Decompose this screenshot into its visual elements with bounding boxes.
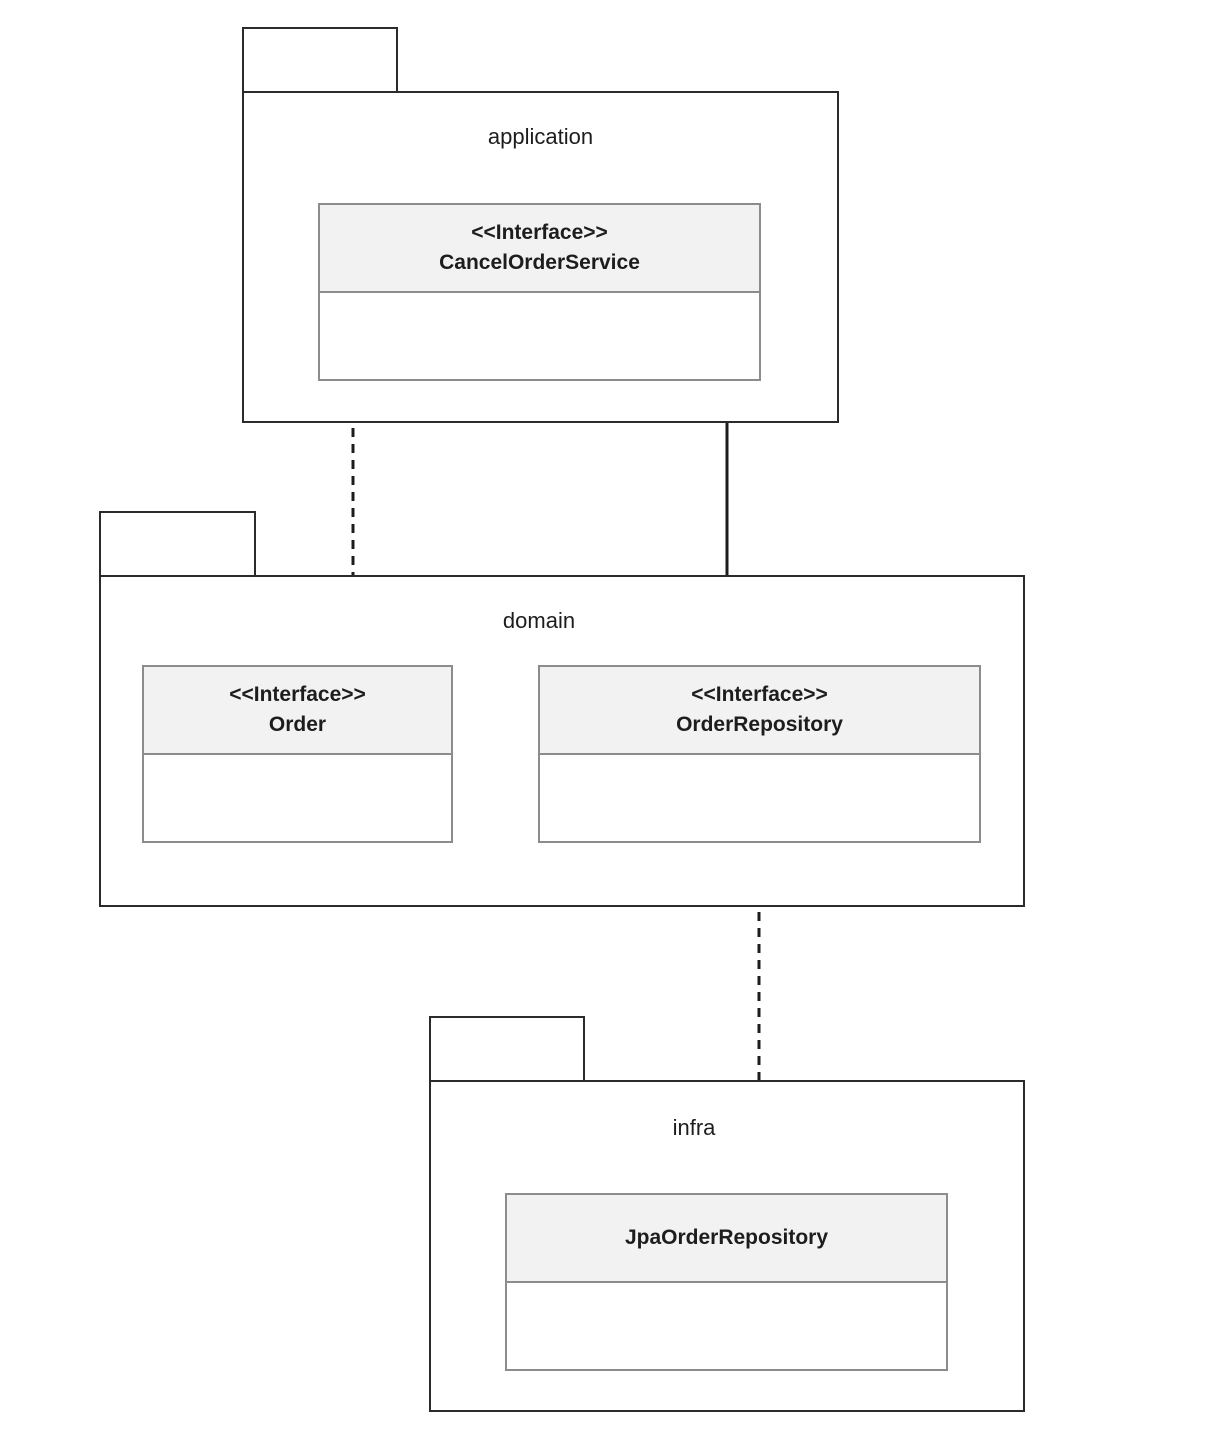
package-application-tab [242, 27, 398, 93]
package-infra-tab [429, 1016, 585, 1082]
class-cancel-order-service-stereotype: <<Interface>> [471, 221, 608, 244]
class-order-name: Order [268, 713, 327, 736]
class-cancel-order-service-name: CancelOrderService [439, 251, 640, 274]
class-order-repository-header: <<Interface>> OrderRepository [540, 667, 979, 755]
class-order[interactable]: <<Interface>> Order [142, 665, 453, 843]
package-infra-label: infra [672, 1115, 716, 1140]
package-domain-tab [99, 511, 256, 577]
package-application-label: application [487, 124, 594, 149]
class-order-repository[interactable]: <<Interface>> OrderRepository [538, 665, 981, 843]
class-jpa-order-repository[interactable]: JpaOrderRepository [505, 1193, 948, 1371]
package-domain-label: domain [502, 608, 576, 633]
class-order-members [144, 755, 451, 841]
class-order-stereotype: <<Interface>> [229, 683, 366, 706]
class-order-repository-members [540, 755, 979, 841]
class-order-header: <<Interface>> Order [144, 667, 451, 755]
class-jpa-order-repository-header: JpaOrderRepository [507, 1195, 946, 1283]
class-jpa-order-repository-name: JpaOrderRepository [624, 1226, 829, 1249]
class-order-repository-name: OrderRepository [676, 713, 843, 736]
class-jpa-order-repository-members [507, 1283, 946, 1369]
class-cancel-order-service[interactable]: <<Interface>> CancelOrderService [318, 203, 761, 381]
class-cancel-order-service-header: <<Interface>> CancelOrderService [320, 205, 759, 293]
class-order-repository-stereotype: <<Interface>> [691, 683, 828, 706]
class-cancel-order-service-members [320, 293, 759, 379]
